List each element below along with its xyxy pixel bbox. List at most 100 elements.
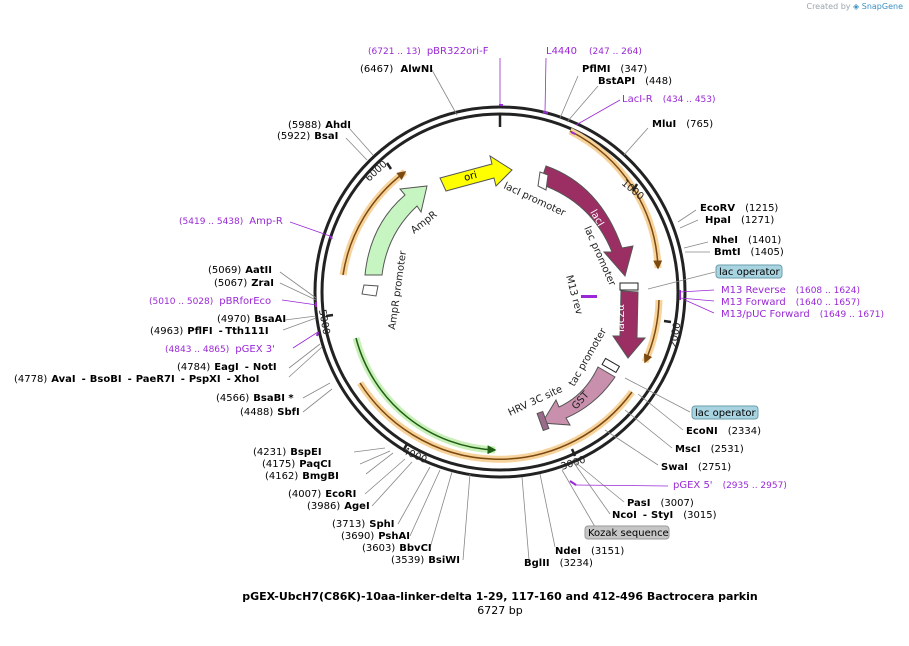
enzyme-bmti: BmtI: [714, 247, 741, 258]
lac-operator-box-1[interactable]: [715, 264, 783, 279]
enzyme-pos: (3151): [591, 546, 624, 557]
enzyme-pos: (5922): [277, 131, 310, 142]
enzyme-styi: StyI: [651, 510, 673, 521]
svg-text:(3690)PshAI: (3690)PshAI: [341, 531, 410, 542]
enzyme-ahdi: AhdI: [325, 120, 351, 131]
credit-prefix: Created by: [806, 2, 851, 11]
feature-gst[interactable]: [541, 366, 616, 426]
feature-laci[interactable]: [539, 165, 634, 278]
enzyme-pos: (4778): [14, 374, 47, 385]
primer-range: (2935 .. 2957): [723, 481, 787, 491]
svg-text:(5419 .. 5438)Amp-R: (5419 .. 5438)Amp-R: [179, 216, 283, 227]
enzyme-zrai: ZraI: [251, 278, 274, 289]
svg-text:(5922)BsaI: (5922) BsaI: [277, 131, 338, 142]
enzyme-mlui: MluI: [652, 119, 676, 130]
lac-operator-box-2[interactable]: [691, 405, 759, 420]
enzyme-pos: (4231): [253, 447, 286, 458]
enzyme-pos: (5067): [214, 278, 247, 289]
enzyme-bsaai: BsaAI: [254, 314, 286, 325]
primer-range: (4843 .. 4865): [165, 345, 229, 355]
primer-range: (1608 .. 1624): [796, 286, 860, 296]
primer-range: (5419 .. 5438): [179, 217, 243, 227]
svg-text:BmtI(1405): BmtI(1405): [714, 247, 784, 258]
lac-operator-marker-2: [601, 357, 621, 374]
enzyme-pos: (2751): [698, 462, 731, 473]
svg-text:(5988)AhdI: (5988) AhdI: [288, 120, 351, 131]
leader-lines: [279, 69, 716, 561]
primer-pgex-5: pGEX 5': [673, 480, 713, 491]
feature-ampr[interactable]: [364, 185, 428, 276]
svg-text:(5010 .. 5028)pBRforEco: (5010 .. 5028)pBRforEco: [149, 296, 271, 307]
feature-ori[interactable]: [439, 154, 513, 192]
enzyme-pshai: PshAI: [378, 531, 410, 542]
enzyme-pos: (4488): [240, 407, 273, 418]
enzyme-pos: (2334): [728, 426, 761, 437]
enzyme-pos: (1215): [745, 203, 778, 214]
primer-leader-lines: [281, 57, 715, 487]
ring-ticks: [325, 115, 672, 457]
enzyme-pos: (5069): [208, 265, 241, 276]
svg-text:NheI(1401): NheI (1401): [712, 235, 781, 246]
primer-marks: [315, 104, 681, 486]
svg-text:M13 Reverse(1608 .. 1624): M13 Reverse(1608 .. 1624): [721, 285, 860, 296]
enzyme-eagi: EagI: [214, 362, 238, 373]
enzyme-bspei: BspEI: [290, 447, 321, 458]
enzyme-pos: (3986): [307, 501, 340, 512]
svg-text:pGEX 5'(2935 .. 2957): pGEX 5' (2935 .. 2957): [673, 480, 787, 491]
label-ori: ori: [463, 170, 478, 184]
enzyme-pos: (1401): [748, 235, 781, 246]
enzyme-bsai: BsaI: [314, 131, 338, 142]
svg-text:NdeI(3151): NdeI(3151): [555, 546, 624, 557]
enzyme-hpai: HpaI: [705, 215, 731, 226]
orf-arc-ampr-line: [342, 171, 407, 276]
enzyme-pos: (3234): [560, 558, 593, 569]
orf-arc-laci-line: [569, 130, 663, 270]
orf-arc-gst-line: [359, 382, 633, 460]
svg-text:(3539)BsiWI: (3539)BsiWI: [391, 555, 460, 566]
enzyme-pos: (347): [620, 64, 647, 75]
label-ampr: AmpR: [409, 209, 439, 236]
enzyme-pos: (1271): [741, 215, 774, 226]
enzyme-pos: (3015): [683, 510, 716, 521]
lac-operator-label-2: lac operator: [695, 408, 756, 419]
backbone-inner: [320, 112, 680, 472]
svg-text:(5069)AatII: (5069) AatII: [208, 265, 272, 276]
enzyme-aatii: AatII: [245, 265, 272, 276]
enzyme-pos: (448): [645, 76, 672, 87]
enzyme-pos: (2531): [711, 444, 744, 455]
label-m13-rev: M13 rev: [563, 274, 584, 316]
primer-range: (247 .. 264): [589, 47, 642, 57]
enzyme-pos: (4970): [217, 314, 250, 325]
svg-text:BstAPI(448): BstAPI(448): [598, 76, 672, 87]
primer-range: (6721 .. 13): [368, 47, 421, 57]
enzyme-paer7i: PaeR7I: [136, 374, 175, 385]
tick-label-5000: 5000: [316, 309, 331, 336]
primer-m13-forward: M13 Forward: [721, 297, 786, 308]
svg-text:M13 Forward(1640 .. 1657): M13 Forward(1640 .. 1657): [721, 297, 860, 308]
snapgene-logo-icon: ◈: [853, 2, 860, 11]
kozak-sequence-box[interactable]: [584, 525, 670, 540]
enzyme-pflfi: PflFI: [187, 326, 212, 337]
svg-text:(4231)BspEI: (4231) BspEI: [253, 447, 322, 458]
enzyme-pasi: PasI: [627, 498, 650, 509]
enzyme-alwni: AlwNI: [400, 64, 433, 75]
svg-text:(4963)PflFI-Tth111I: (4963)PflFI-Tth111I: [150, 326, 269, 337]
primer-pbr322ori-f: pBR322ori-F: [427, 46, 489, 57]
enzyme-bsobi: BsoBI: [90, 374, 122, 385]
enzyme-agei: AgeI: [344, 501, 369, 512]
enzyme-pos: (5988): [288, 120, 321, 131]
enzyme-bsabi: BsaBI *: [253, 393, 294, 404]
tick-label-2000: 2000: [668, 322, 683, 349]
label-lacz: lacZα: [616, 304, 627, 332]
ampr-promoter-marker: [361, 284, 379, 297]
enzyme-xhoi: XhoI: [234, 374, 259, 385]
snapgene-credit: Created by ◈ SnapGene: [806, 2, 903, 11]
feature-lacz[interactable]: [612, 290, 647, 359]
primer-m13-puc-forward: M13/pUC Forward: [721, 309, 810, 320]
enzyme-nhei: NheI: [712, 235, 738, 246]
m13-rev-primer-mark: [581, 295, 597, 298]
svg-text:(4843 .. 4865)pGEX 3': (4843 .. 4865)pGEX 3': [165, 344, 275, 355]
svg-text:SwaI(2751): SwaI(2751): [661, 462, 731, 473]
svg-text:(4778)AvaI-BsoBI-PaeR7I-PspXI-: (4778)AvaI-BsoBI-PaeR7I-PspXI-XhoI: [14, 374, 259, 385]
